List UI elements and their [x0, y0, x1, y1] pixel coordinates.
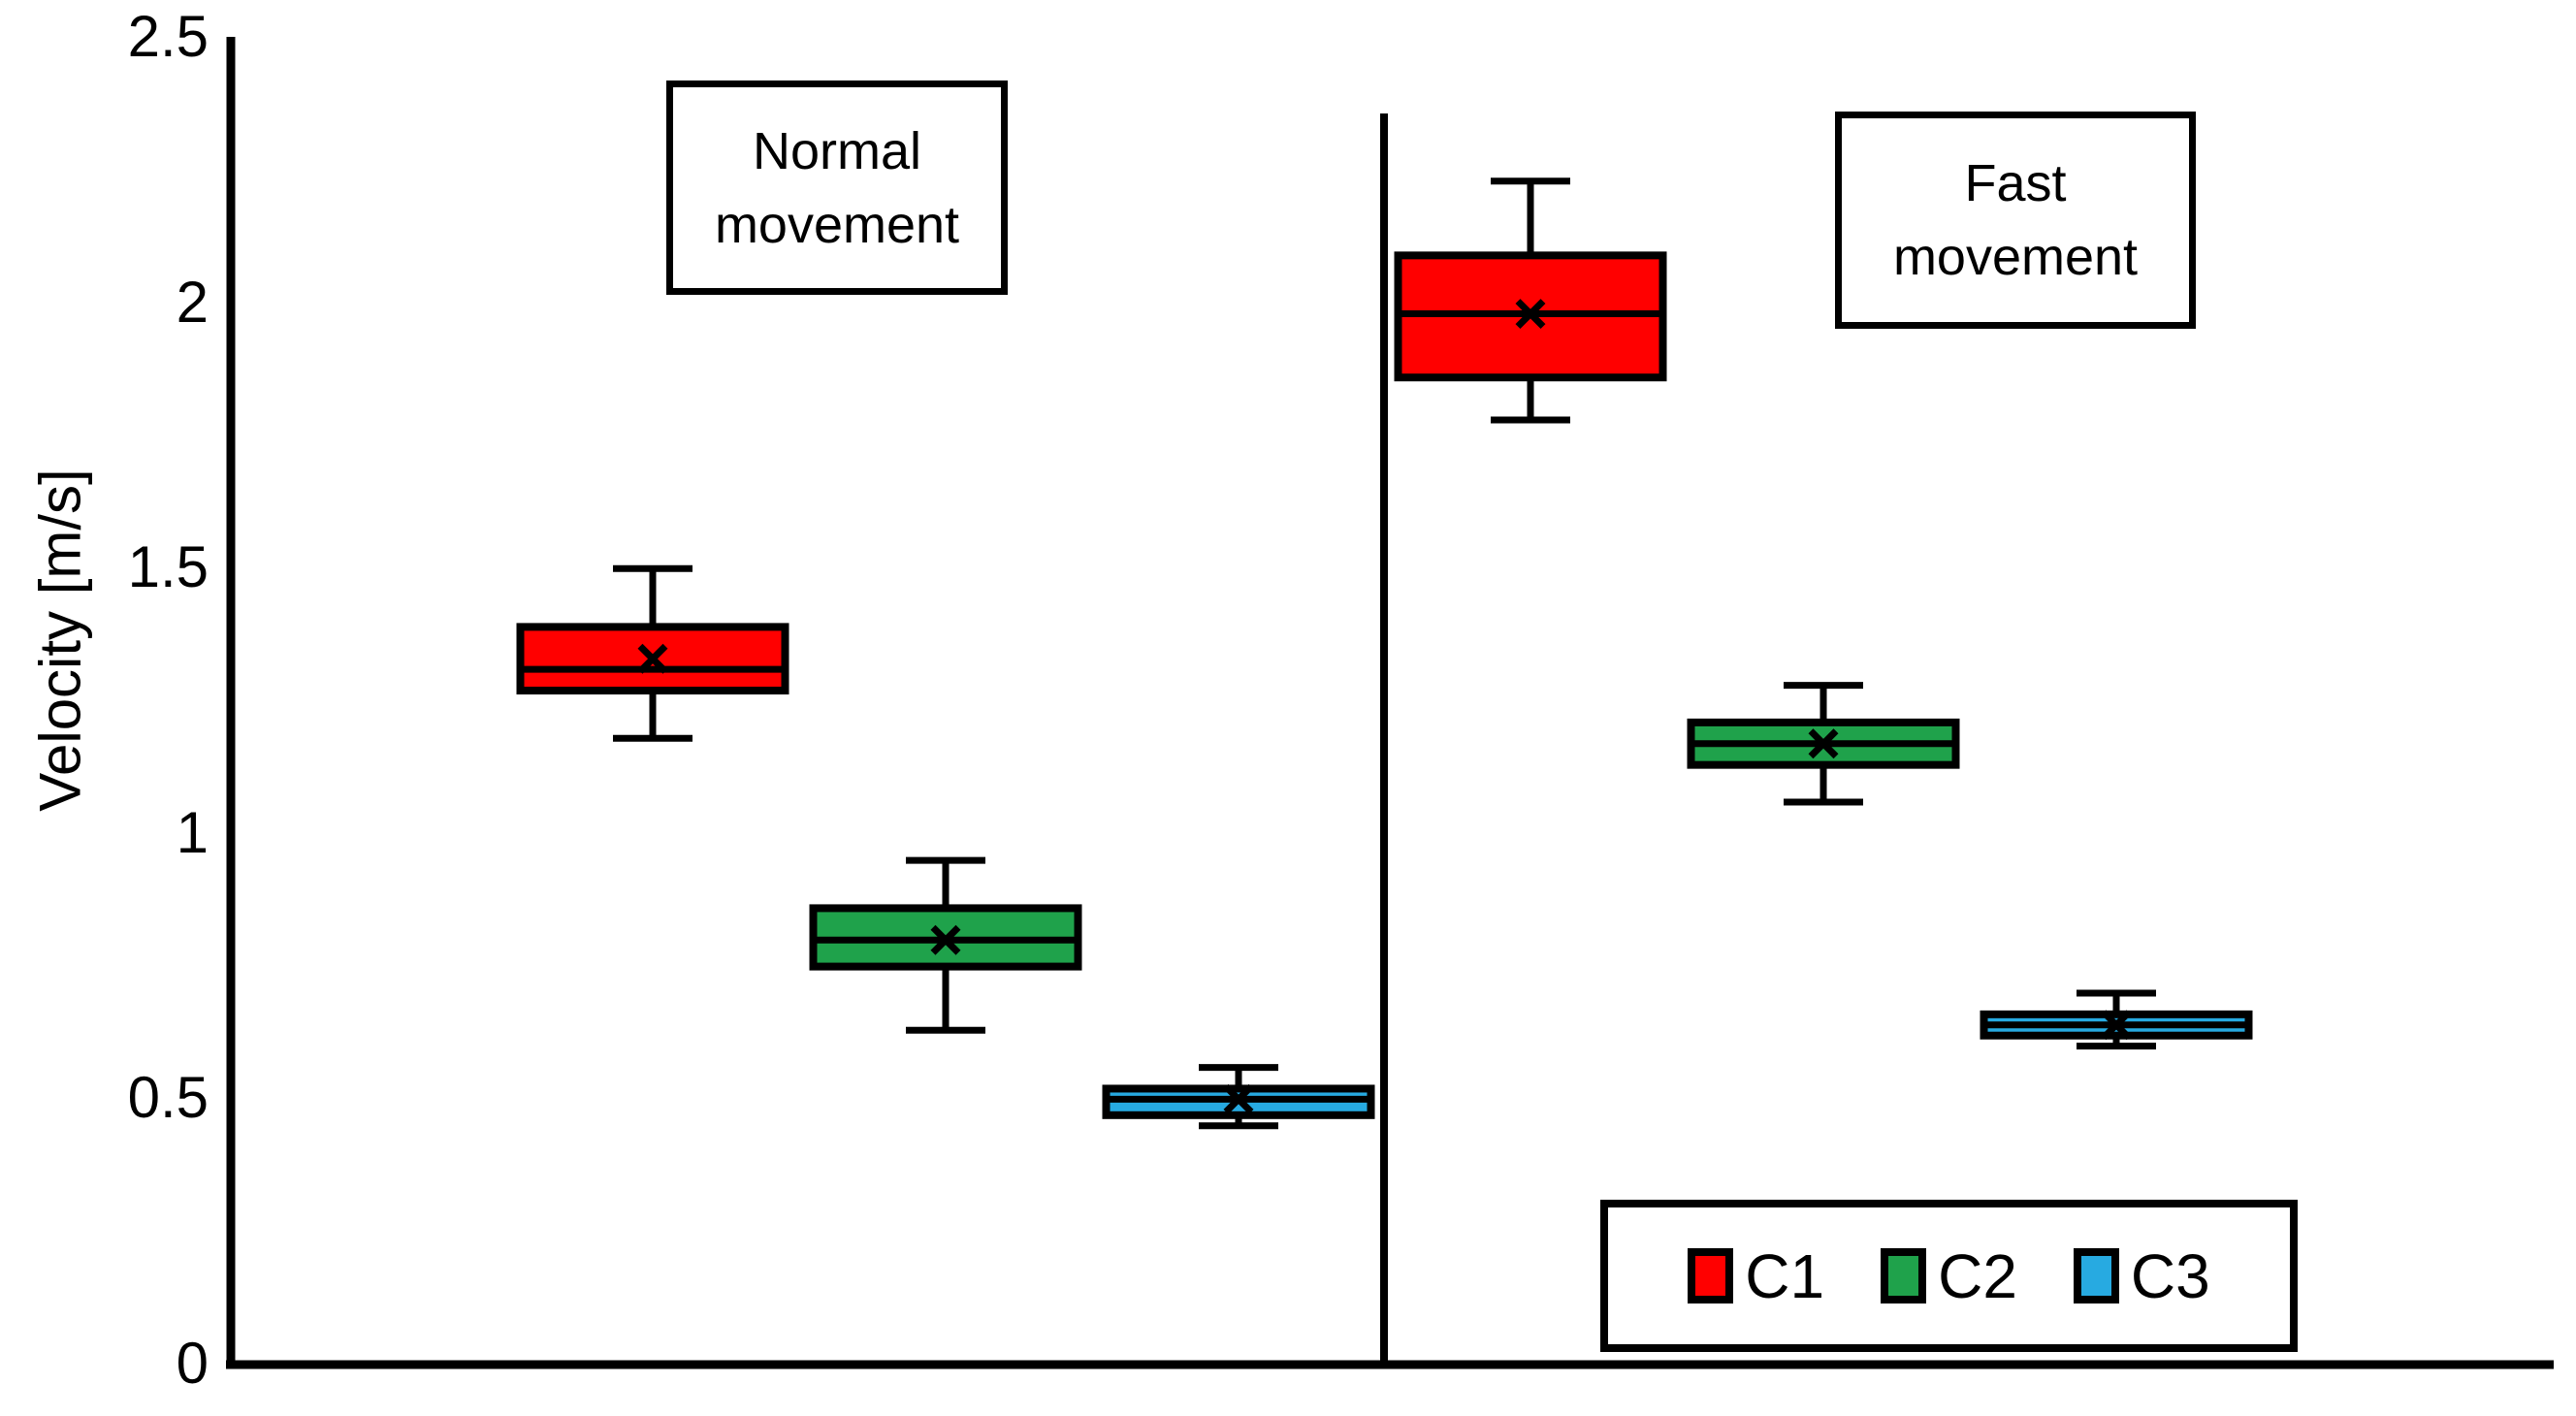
annotation-normal-movement: Normal movement: [666, 80, 1008, 295]
legend-item-c3: C3: [2073, 1240, 2210, 1311]
mean-marker-normal-c2: [930, 924, 961, 955]
mean-marker-normal-c1: [637, 643, 668, 674]
y-tick-label-2.5: 2.5: [127, 4, 209, 70]
mean-marker-fast-c2: [1808, 728, 1839, 759]
legend-label-c2: C2: [1938, 1240, 2017, 1311]
legend: C1 C2 C3: [1600, 1200, 2298, 1352]
y-axis-title: Velocity [m/s]: [27, 468, 93, 812]
mean-marker-normal-c3: [1223, 1083, 1254, 1114]
legend-item-c1: C1: [1688, 1245, 1824, 1307]
y-tick-label-2: 2: [176, 269, 209, 335]
y-tick-label-0.5: 0.5: [127, 1065, 209, 1131]
legend-label-c3: C3: [2130, 1240, 2210, 1311]
mean-marker-fast-c3: [2101, 1010, 2132, 1041]
legend-swatch-c2: [1881, 1248, 1927, 1303]
legend-item-c2: C2: [1881, 1245, 2017, 1307]
legend-label-c1: C1: [1745, 1240, 1825, 1311]
y-axis-tick-labels: 0 0.5 1 1.5 2 2.5: [0, 0, 209, 1416]
mean-marker-fast-c1: [1515, 299, 1546, 330]
legend-swatch-c3: [2073, 1248, 2119, 1303]
y-tick-label-1: 1: [176, 799, 209, 865]
legend-swatch-c1: [1688, 1248, 1734, 1303]
y-tick-label-0: 0: [176, 1331, 209, 1397]
y-tick-label-1.5: 1.5: [127, 534, 209, 600]
annotation-fast-movement: Fast movement: [1835, 112, 2196, 329]
